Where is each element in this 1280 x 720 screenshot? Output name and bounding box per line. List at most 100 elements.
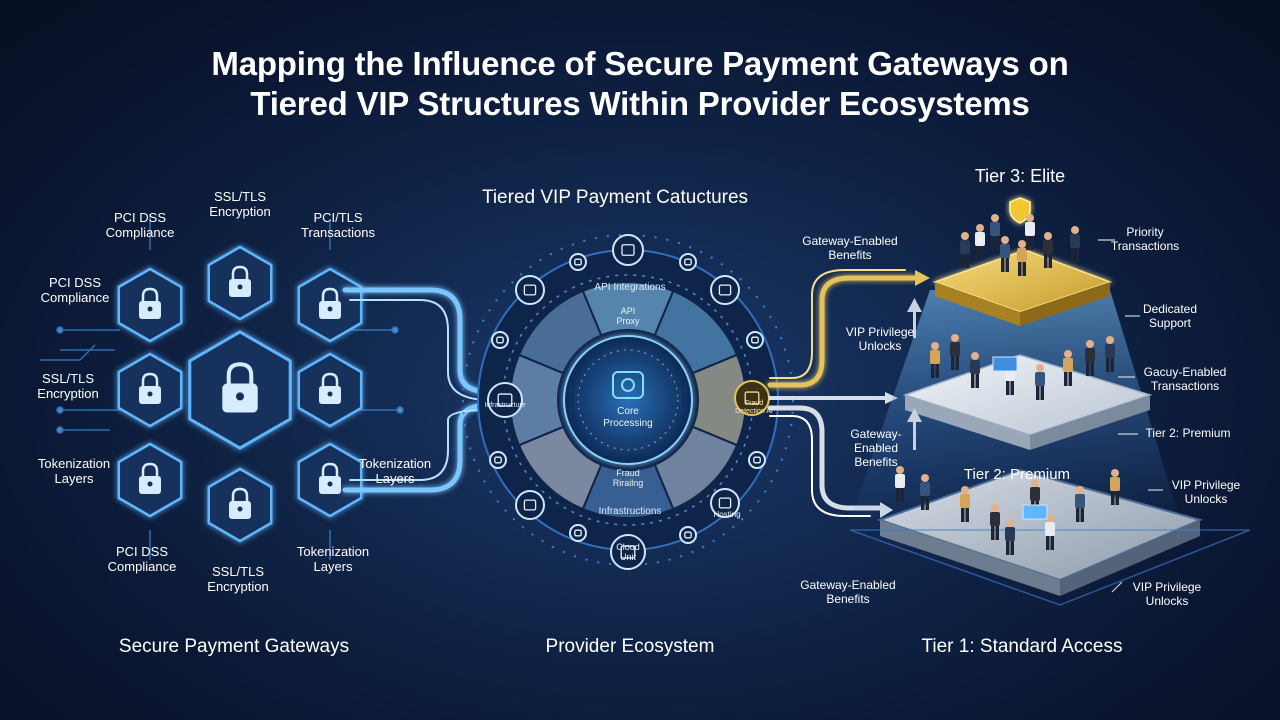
core-label: Core Processing [603, 406, 653, 429]
lock-icon [319, 462, 341, 494]
label-pci-bottom-left: PCI DSS Compliance [107, 544, 177, 574]
person-figure [1005, 519, 1015, 555]
hex-lock-6 [117, 442, 183, 518]
node-icon [523, 499, 537, 511]
ecosystem-ring [462, 234, 794, 570]
core-icon [612, 371, 644, 399]
label-gateway-benefits-mid: Gateway- Enabled Benefits [850, 427, 902, 469]
hex-lock-2 [117, 267, 183, 343]
person-figure [990, 214, 1000, 250]
satellite-node-8 [610, 534, 646, 570]
label-pci-tls-top-right: PCI/TLS Transactions [301, 210, 375, 240]
ring-segment-5 [581, 463, 675, 519]
person-figure [1075, 486, 1085, 522]
lock-icon [139, 462, 161, 494]
satellite-node-15 [569, 524, 587, 542]
person-figure [1110, 469, 1120, 505]
label-ssl-top: SSL/TLS Encryption [209, 189, 271, 219]
lock-icon [319, 287, 341, 319]
label-leaders [1098, 239, 1163, 593]
satellite-node-14 [748, 451, 766, 469]
satellite-node-11 [491, 331, 509, 349]
person-figure [960, 486, 970, 522]
node-icon [751, 336, 759, 344]
caption-secure-gateways: Secure Payment Gateways [118, 636, 350, 657]
person-figure [970, 352, 980, 388]
ring-segments [509, 281, 747, 519]
satellite-node-9 [569, 253, 587, 271]
node-hosting-label: Hosting [713, 510, 741, 519]
satellite-node-16 [679, 526, 697, 544]
person-figure [930, 342, 940, 378]
screen-icon [992, 356, 1018, 372]
circuit-traces [40, 215, 404, 560]
tier-stack [849, 197, 1251, 606]
people-figures [895, 214, 1120, 555]
label-vip-unlocks-mid: VIP Privilege Unlocks [845, 325, 915, 353]
person-figure [1105, 336, 1115, 372]
node-icon [497, 393, 513, 407]
node-fraud-label: Fraud Detection AI [735, 400, 773, 416]
ring-segment-6 [517, 425, 603, 511]
lock-icon [139, 287, 161, 319]
person-figure [1045, 514, 1055, 550]
satellite-node-3 [710, 275, 740, 305]
satellite-node-12 [746, 331, 764, 349]
ring-segment-3 [691, 353, 747, 447]
satellite-node-10 [679, 253, 697, 271]
node-icon [718, 497, 732, 509]
title-line-2: Tiered VIP Structures Within Provider Ec… [250, 85, 1030, 122]
node-icon [684, 258, 692, 266]
label-vip-unlocks-right: VIP Privilege Unlocks [1171, 478, 1241, 506]
node-infrastructure-label: Infrastructure [484, 402, 526, 409]
ring-segment-8 [517, 289, 603, 375]
node-icon [574, 529, 582, 537]
ring-label-api: API Integrations [594, 282, 666, 293]
tier-3-heading: Tier 3: Elite [974, 166, 1066, 186]
lock-icon [229, 265, 251, 297]
ring-segment-4 [653, 425, 739, 511]
hex-lock-8 [207, 467, 273, 543]
node-icon [753, 456, 761, 464]
person-figure [975, 224, 985, 260]
hex-lock-cluster [40, 215, 404, 560]
ring-label-infra: Infrastructions [598, 506, 662, 517]
label-priority: Priority Transactions [1110, 225, 1180, 253]
caption-provider-ecosystem: Provider Ecosystem [545, 636, 715, 657]
hex-lock-3 [297, 267, 363, 343]
node-icon [574, 258, 582, 266]
satellite-nodes [487, 234, 770, 570]
tier-2-platform-label: Tier 2: Premium [963, 466, 1071, 483]
segment-api-proxy: API Proxy [616, 306, 640, 327]
shield-icon [1009, 197, 1031, 224]
person-figure [1070, 226, 1080, 262]
title-line-1: Mapping the Influence of Secure Payment … [211, 45, 1069, 82]
satellite-node-13 [489, 451, 507, 469]
satellite-node-1 [612, 234, 644, 266]
person-figure [1043, 232, 1053, 268]
lock-icon [222, 362, 258, 413]
person-figure [895, 466, 905, 502]
person-figure [990, 504, 1000, 540]
hex-lock-5 [297, 352, 363, 428]
label-ssl-bottom: SSL/TLS Encryption [207, 564, 269, 594]
label-vip-unlocks-bottom: VIP Privilege Unlocks [1132, 580, 1202, 608]
node-icon [523, 284, 537, 296]
caption-tier-1: Tier 1: Standard Access [921, 636, 1123, 657]
label-gateway-benefits-bottom: Gateway-Enabled Benefits [800, 578, 896, 606]
person-figure [1085, 340, 1095, 376]
pipes-right [767, 269, 930, 518]
segment-fraud: Fraud Rirailng [612, 468, 644, 489]
hex-lock-7 [297, 442, 363, 518]
label-token-right: Tokenization Layers [358, 456, 432, 486]
hexes [117, 245, 363, 543]
person-figure [1035, 364, 1045, 400]
page-title: Mapping the Influence of Secure Payment … [0, 44, 1280, 124]
satellite-node-4 [487, 382, 523, 418]
node-cloud-label: Cloud Unit [616, 542, 640, 563]
person-figure [1000, 236, 1010, 272]
lock-icon [139, 372, 161, 404]
hex-lock-9 [188, 330, 292, 450]
